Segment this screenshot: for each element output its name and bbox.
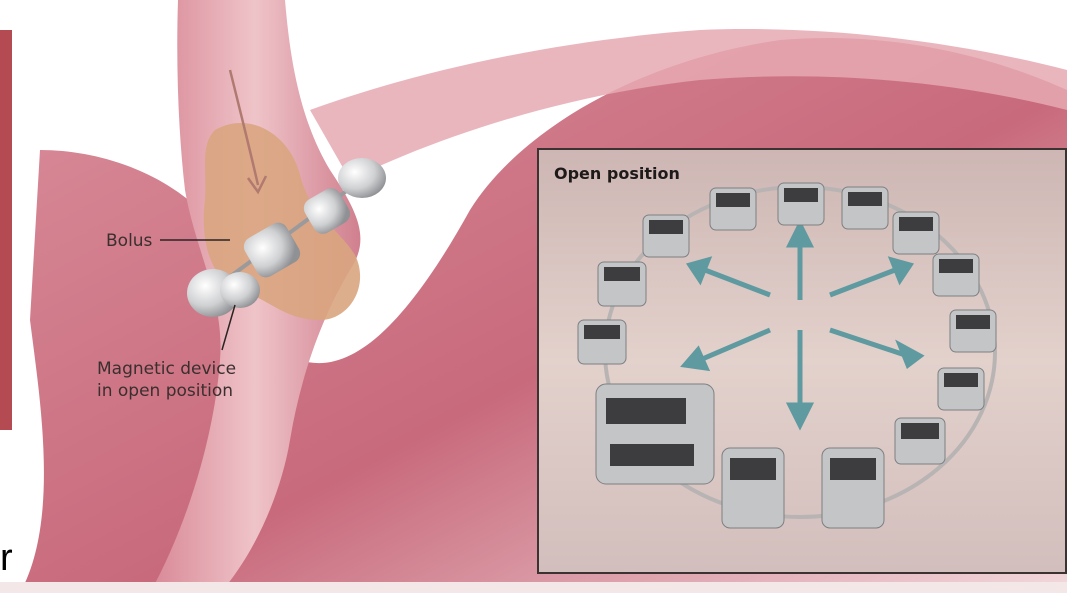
device-label-line2: in open position bbox=[97, 380, 236, 402]
magnetic-device-label: Magnetic device in open position bbox=[97, 358, 236, 402]
device-label-line1: Magnetic device bbox=[97, 358, 236, 380]
corner-text-fragment: r bbox=[0, 538, 13, 578]
bolus-label: Bolus bbox=[106, 230, 152, 252]
bottom-strip bbox=[0, 582, 1067, 593]
inset-panel bbox=[538, 149, 1066, 573]
inset-title: Open position bbox=[554, 164, 680, 183]
left-edge-strip bbox=[0, 30, 12, 430]
